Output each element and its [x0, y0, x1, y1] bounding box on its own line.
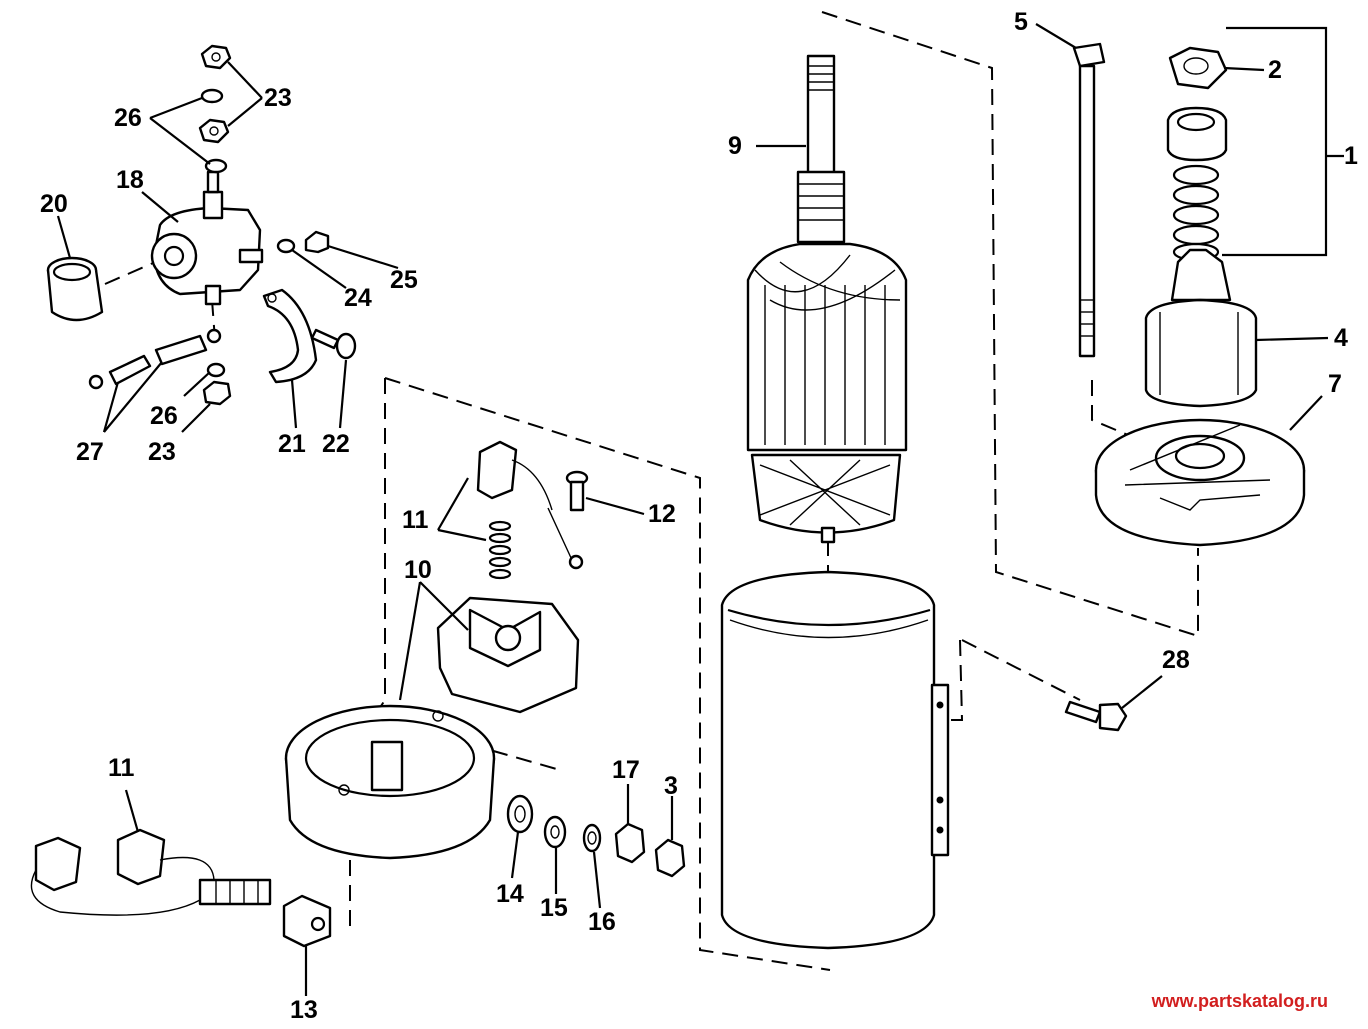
- callout-26-top: 26: [114, 104, 142, 132]
- callout-2: 2: [1268, 56, 1282, 84]
- callout-24: 24: [344, 284, 372, 312]
- assembly-dashed-lines: [104, 11, 1199, 971]
- callout-22: 22: [322, 430, 350, 458]
- callout-23-bottom: 23: [148, 438, 176, 466]
- callout-21: 21: [278, 430, 306, 458]
- callout-1: 1: [1344, 142, 1358, 170]
- boot: [46, 256, 104, 322]
- callout-17: 17: [612, 756, 640, 784]
- insulator-block: [282, 894, 332, 948]
- armature: [746, 54, 908, 544]
- brush-holder-plate: [436, 596, 580, 714]
- brush-set-upper: [476, 440, 584, 580]
- motor-housing-frame: [720, 570, 950, 950]
- commutator-end-cap: [284, 704, 496, 860]
- callout-15: 15: [540, 894, 568, 922]
- thru-bolt: [1072, 42, 1106, 358]
- callout-7: 7: [1328, 370, 1342, 398]
- callout-25: 25: [390, 266, 418, 294]
- bracket: [262, 288, 318, 384]
- callout-27: 27: [76, 438, 104, 466]
- callout-23-top: 23: [264, 84, 292, 112]
- callout-3: 3: [664, 772, 678, 800]
- screw-22: [310, 328, 357, 360]
- callout-14: 14: [496, 880, 524, 908]
- callout-11-lower: 11: [108, 754, 135, 782]
- nuts-washers-23-26: [198, 44, 330, 406]
- callout-10: 10: [404, 556, 432, 584]
- callout-9: 9: [728, 132, 742, 160]
- callout-5: 5: [1014, 8, 1028, 36]
- washers-and-nuts: [506, 794, 686, 878]
- brush-set-lower: [30, 828, 272, 916]
- screw-12: [565, 470, 589, 512]
- leader-lines: [56, 23, 1344, 996]
- callout-28: 28: [1162, 646, 1190, 674]
- drive-assembly: [1144, 46, 1258, 408]
- watermark-link[interactable]: www.partskatalog.ru: [1151, 991, 1328, 1011]
- callout-11-upper: 11: [402, 506, 429, 534]
- callout-16: 16: [588, 908, 616, 936]
- drive-end-cap: [1094, 418, 1306, 547]
- callout-12: 12: [648, 500, 676, 528]
- callout-20: 20: [40, 190, 68, 218]
- callout-labels: 1 2 3 4 5 7 9 10 11 11 12 13 14 15 16 17…: [40, 8, 1358, 1024]
- callout-13: 13: [290, 996, 318, 1024]
- callout-4: 4: [1334, 324, 1348, 352]
- callout-18: 18: [116, 166, 144, 194]
- screw-28: [1064, 700, 1128, 732]
- callout-26-bottom: 26: [150, 402, 178, 430]
- cable-link: [88, 328, 222, 390]
- solenoid: [150, 170, 264, 306]
